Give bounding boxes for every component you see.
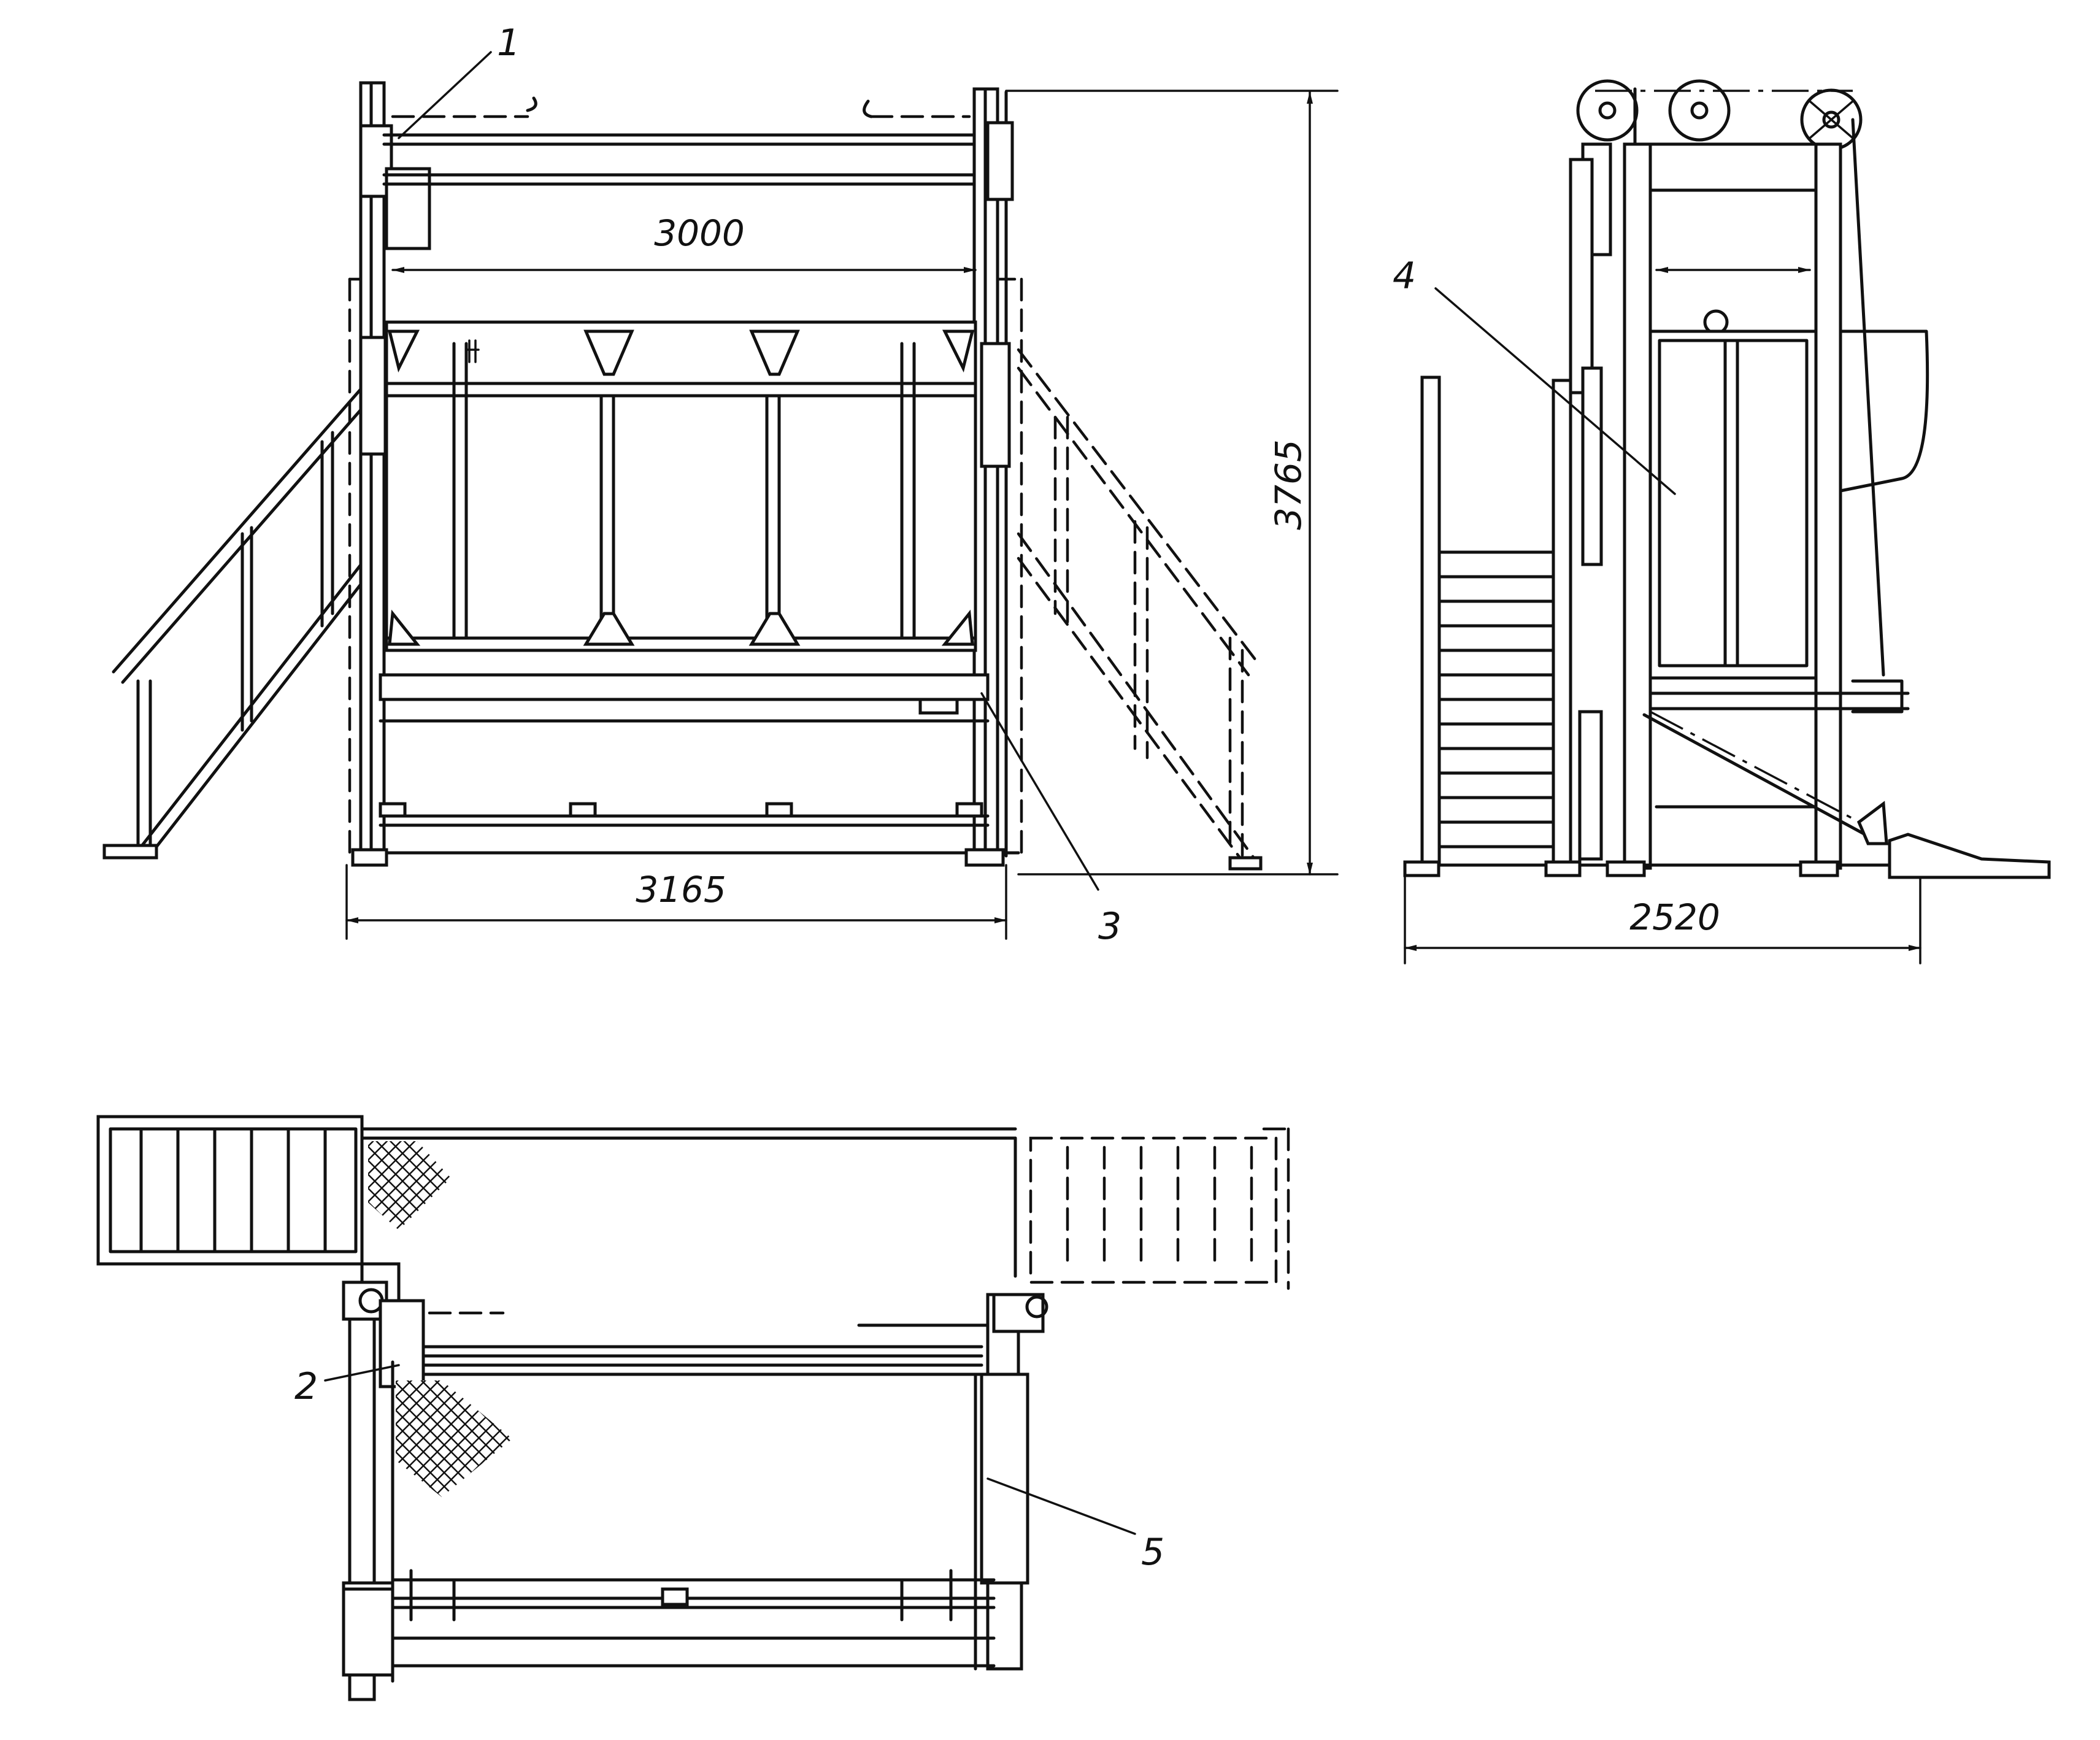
callout-1: 1	[398, 21, 520, 139]
dim-front-span-label: 3000	[654, 212, 745, 254]
dim-front-overall-label: 3165	[636, 869, 726, 910]
dim-height: 3765	[1005, 90, 1339, 876]
front-view: 3000 3165 3765 1 3	[102, 21, 1339, 948]
dim-front-span: 3000	[391, 212, 977, 273]
callout-2-label: 2	[294, 1365, 318, 1408]
plan-stair-left	[96, 1115, 364, 1266]
plan-view: 2 5	[96, 1115, 1290, 1701]
beam-panel	[1642, 329, 1929, 845]
side-stair	[1420, 366, 1603, 867]
callout-4: 4	[1393, 255, 1676, 495]
beam-carriage	[359, 320, 1011, 652]
plan-walkway	[360, 1127, 1017, 1278]
plan-stair-right-phantom	[1029, 1127, 1290, 1290]
side-view: 2520 4	[1393, 79, 2051, 964]
callout-1-label: 1	[497, 21, 520, 64]
right-stair-phantom	[1017, 348, 1263, 871]
callout-4-label: 4	[1393, 255, 1416, 298]
pulleys	[1576, 79, 1885, 677]
left-stair	[102, 386, 371, 860]
side-base	[1403, 833, 2051, 879]
side-columns	[1569, 87, 1842, 870]
plan-frame	[342, 1262, 1048, 1701]
callout-3-label: 3	[1098, 905, 1121, 948]
callout-2: 2	[294, 1364, 400, 1408]
top-crossbars	[382, 96, 976, 186]
callout-5-label: 5	[1141, 1531, 1164, 1574]
dim-height-label: 3765	[1267, 439, 1309, 530]
callout-3: 3	[980, 692, 1121, 948]
dim-front-overall: 3165	[345, 864, 1007, 940]
callout-5: 5	[987, 1477, 1164, 1574]
dim-side-width: 2520	[1404, 876, 1921, 964]
dim-side-width-label: 2520	[1629, 896, 1720, 938]
base	[351, 673, 1020, 867]
